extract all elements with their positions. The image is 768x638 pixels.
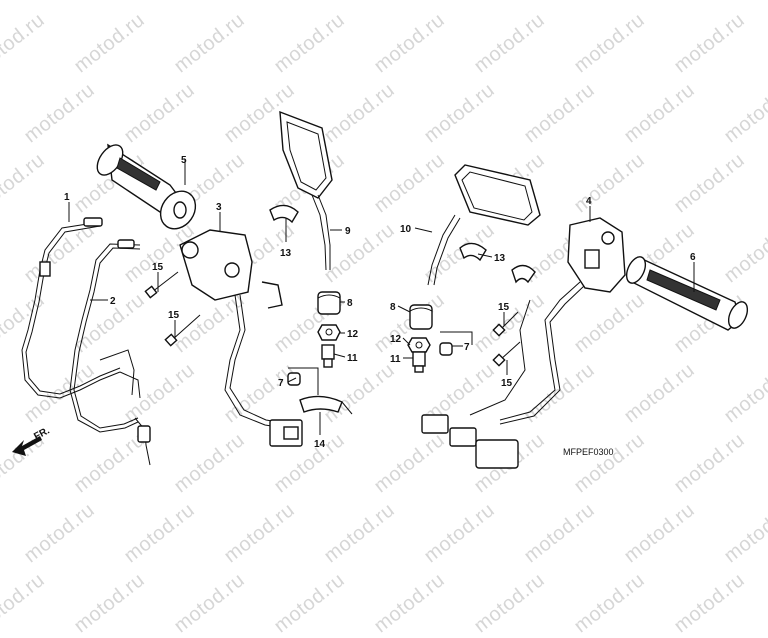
callout-8-left: 8 <box>347 298 353 309</box>
throttle-cable-1 <box>21 217 121 399</box>
callout-15-d: 15 <box>501 378 513 389</box>
screws-15 <box>144 271 521 367</box>
callout-15-b: 15 <box>168 310 180 321</box>
right-grip-6 <box>625 256 749 331</box>
right-mirror-10 <box>427 164 541 286</box>
callout-11-right: 11 <box>390 354 401 365</box>
left-switch-housing-3 <box>179 229 303 447</box>
right-switch-housing-4 <box>421 217 626 469</box>
parts-diagram: motod.ru motod.ru motod.ru motod.ru motod.ru… <box>0 9 768 637</box>
callout-15-c: 15 <box>498 302 510 313</box>
callout-4: 4 <box>586 196 592 207</box>
callout-2: 2 <box>110 296 116 307</box>
watermark-text: motod.ru <box>570 568 649 638</box>
callout-numbers: 1 2 3 4 5 6 7 7 8 8 9 10 11 11 12 12 13 … <box>64 155 696 450</box>
callout-13-right: 13 <box>494 253 506 264</box>
front-direction-arrow: FR. <box>12 425 52 456</box>
diagram-code: MFPEF0300 <box>563 447 614 457</box>
callout-6: 6 <box>690 252 696 263</box>
small-parts-right <box>407 242 487 373</box>
callout-8-right: 8 <box>390 302 396 313</box>
callout-11-left: 11 <box>347 353 358 364</box>
callout-5: 5 <box>181 155 187 166</box>
callout-12-left: 12 <box>347 329 359 340</box>
watermark-text: motod.ru <box>470 568 549 638</box>
watermark-text: motod.ru <box>0 568 49 638</box>
watermark-text: motod.ru <box>670 568 749 638</box>
throttle-cable-2 <box>69 239 151 466</box>
left-grip-5 <box>96 143 197 230</box>
watermark-text: motod.ru <box>370 568 449 638</box>
callout-12-right: 12 <box>390 334 402 345</box>
callout-14: 14 <box>314 439 326 450</box>
callout-15-a: 15 <box>152 262 164 273</box>
watermark-text: motod.ru <box>170 568 249 638</box>
exploded-view: 1 2 3 4 5 6 7 7 8 8 9 10 11 11 12 12 13 … <box>12 110 749 469</box>
direction-label: FR. <box>32 425 52 442</box>
callout-7-left: 7 <box>278 378 284 389</box>
leader-lines <box>68 160 695 435</box>
callout-1: 1 <box>64 192 70 203</box>
callout-9: 9 <box>345 226 351 237</box>
callout-7-right: 7 <box>464 342 470 353</box>
callout-10: 10 <box>400 224 412 235</box>
watermark-text: motod.ru <box>70 568 149 638</box>
watermark-text: motod.ru <box>270 568 349 638</box>
callout-13-left: 13 <box>280 248 292 259</box>
left-mirror-9 <box>279 110 333 271</box>
callout-3: 3 <box>216 202 222 213</box>
